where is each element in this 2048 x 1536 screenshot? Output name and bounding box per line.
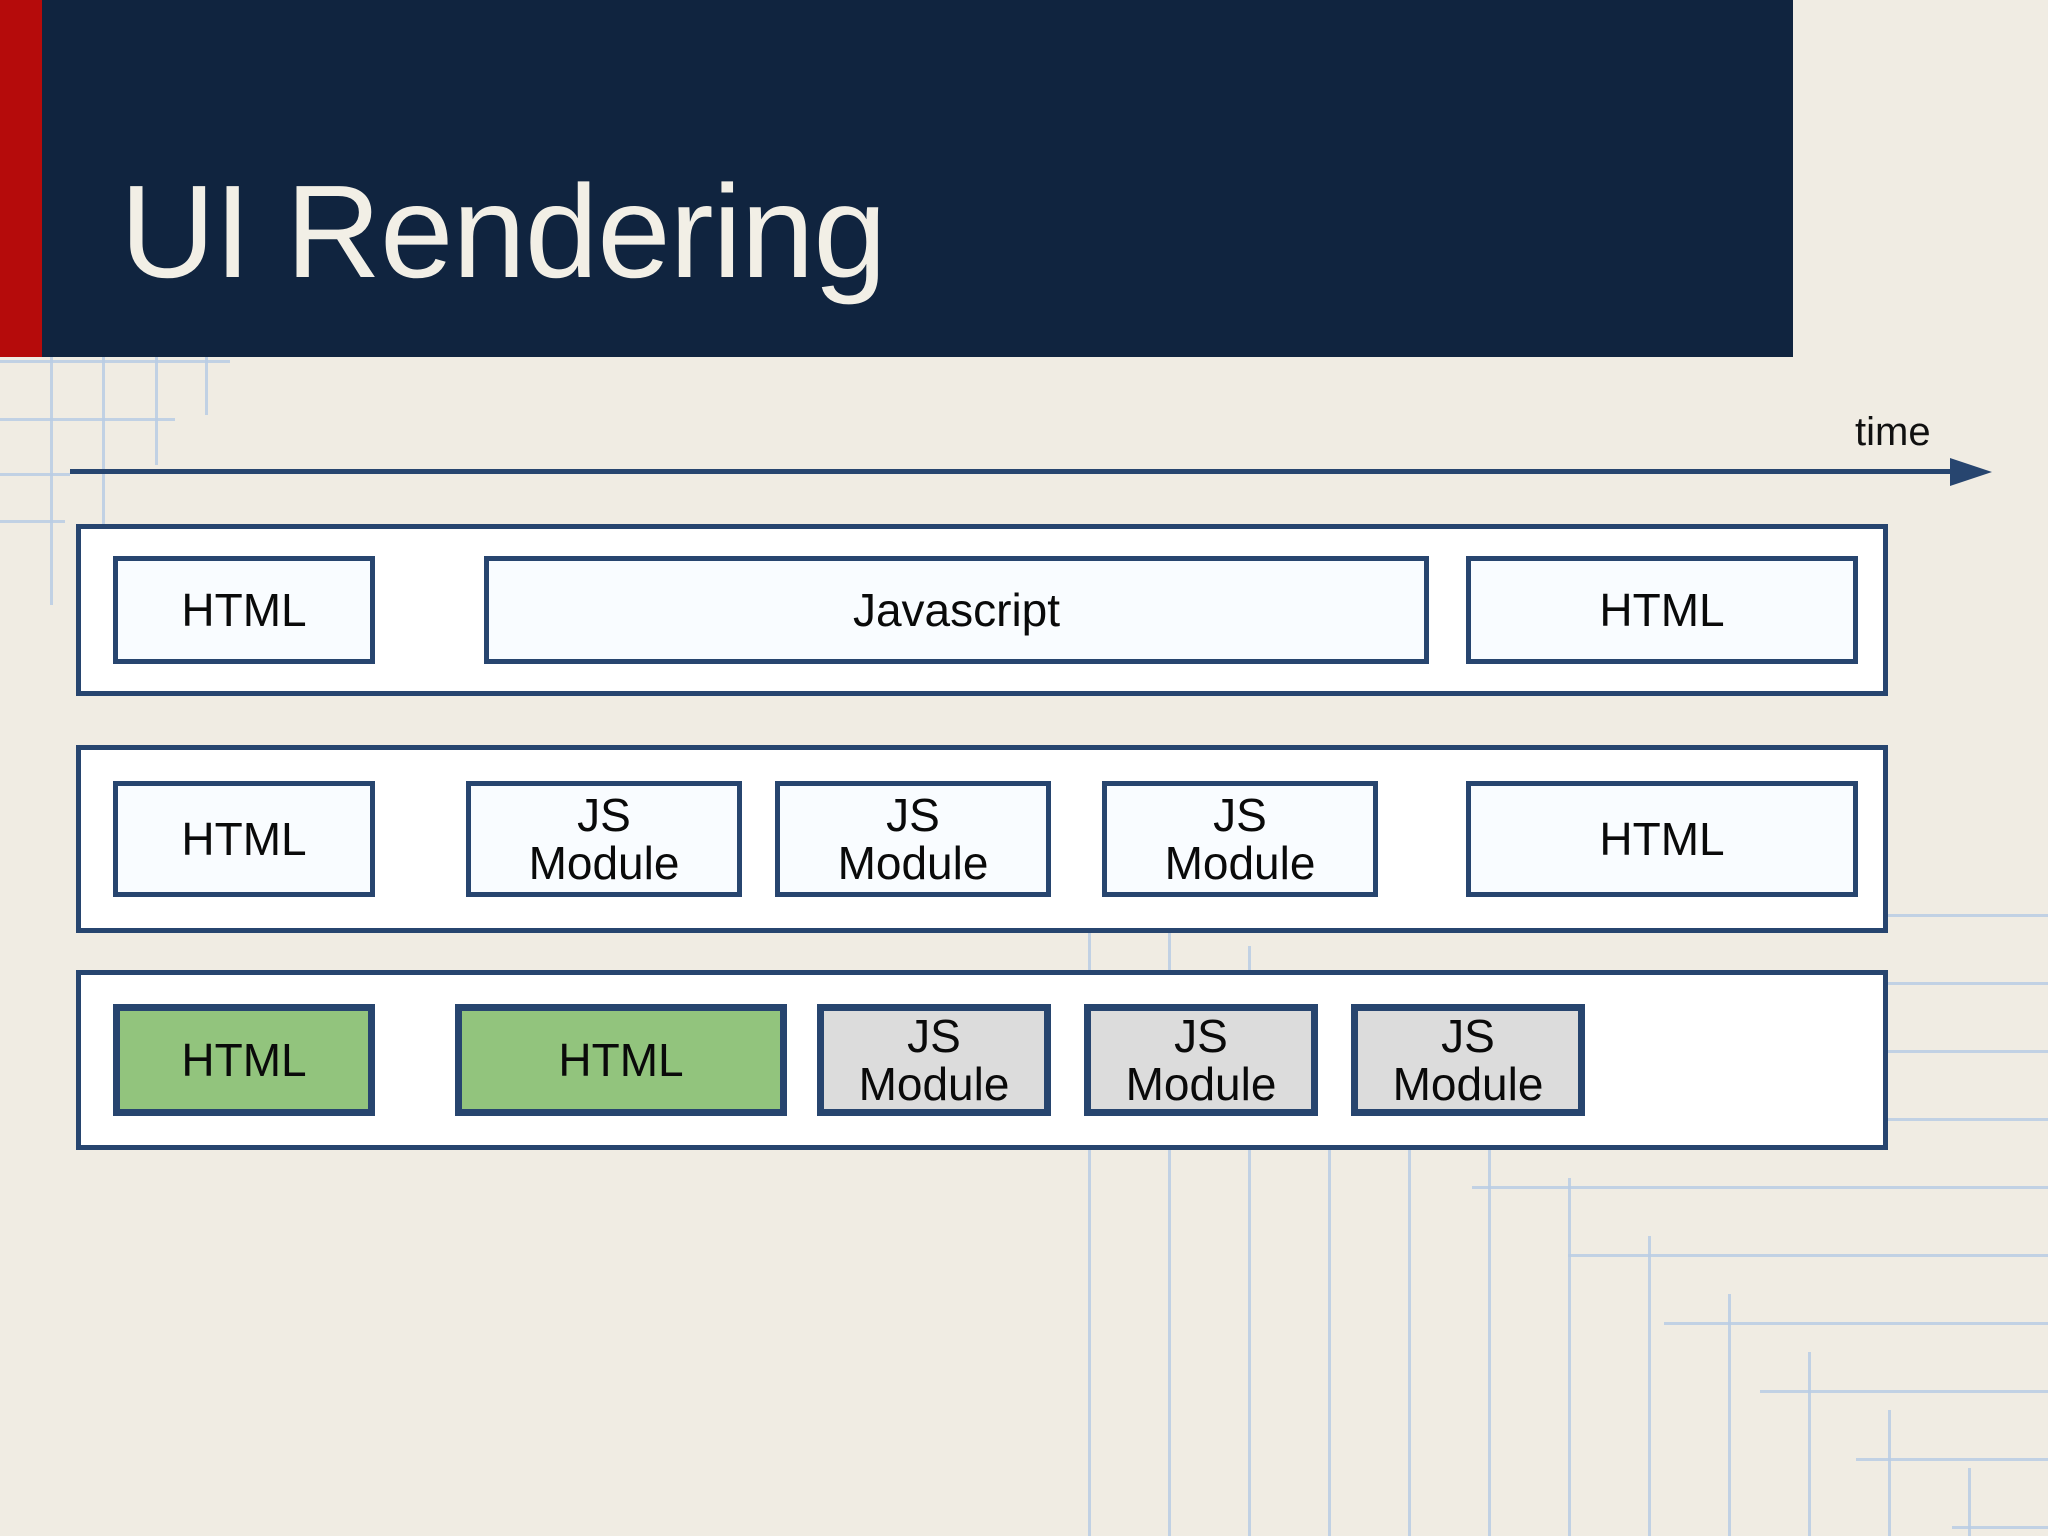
grid-line <box>1664 1322 2048 1325</box>
grid-line <box>1888 1410 1891 1536</box>
time-axis <box>70 458 1992 488</box>
grid-line <box>0 418 175 421</box>
timeline-row: HTML Javascript HTML <box>76 524 1888 696</box>
grid-line <box>0 473 70 476</box>
timeline-block-label: HTML <box>181 1033 307 1086</box>
timeline-block: HTML <box>113 556 375 664</box>
grid-line <box>1488 1120 1491 1536</box>
timeline-block-label: HTML <box>181 812 307 865</box>
grid-line <box>1568 1178 1571 1536</box>
time-axis-label: time <box>1855 410 1931 454</box>
grid-line <box>50 355 53 605</box>
arrow-right-icon <box>1950 458 1992 486</box>
grid-line <box>155 355 158 465</box>
timeline-block-label: Javascript <box>852 583 1061 636</box>
timeline-block: HTML <box>113 781 375 897</box>
title-band: UI Rendering <box>0 0 1793 357</box>
time-axis-line <box>70 469 1973 474</box>
grid-line <box>102 355 105 550</box>
timeline-block: HTML <box>113 1004 375 1116</box>
grid-line <box>1472 1186 2048 1189</box>
grid-line <box>1952 1526 2048 1529</box>
timeline-block-label: HTML <box>558 1033 684 1086</box>
grid-line <box>0 520 65 523</box>
timeline-block-label: HTML <box>1599 583 1725 636</box>
grid-line <box>1728 1294 1731 1536</box>
timeline-block-label: HTML <box>181 583 307 636</box>
timeline-block: HTML <box>1466 781 1858 897</box>
grid-line <box>1568 1254 2048 1257</box>
grid-line <box>1760 1390 2048 1393</box>
grid-line <box>1648 1236 1651 1536</box>
accent-stripe <box>0 0 42 357</box>
grid-line <box>1856 1458 2048 1461</box>
grid-line <box>0 360 230 363</box>
timeline-block: Javascript <box>484 556 1429 664</box>
grid-line <box>1808 1352 1811 1536</box>
page-title: UI Rendering <box>120 158 887 305</box>
timeline-block-label: HTML <box>1599 812 1725 865</box>
grid-line <box>205 355 208 415</box>
timeline-block: HTML <box>455 1004 787 1116</box>
grid-line <box>1968 1468 1971 1536</box>
timeline-block: HTML <box>1466 556 1858 664</box>
